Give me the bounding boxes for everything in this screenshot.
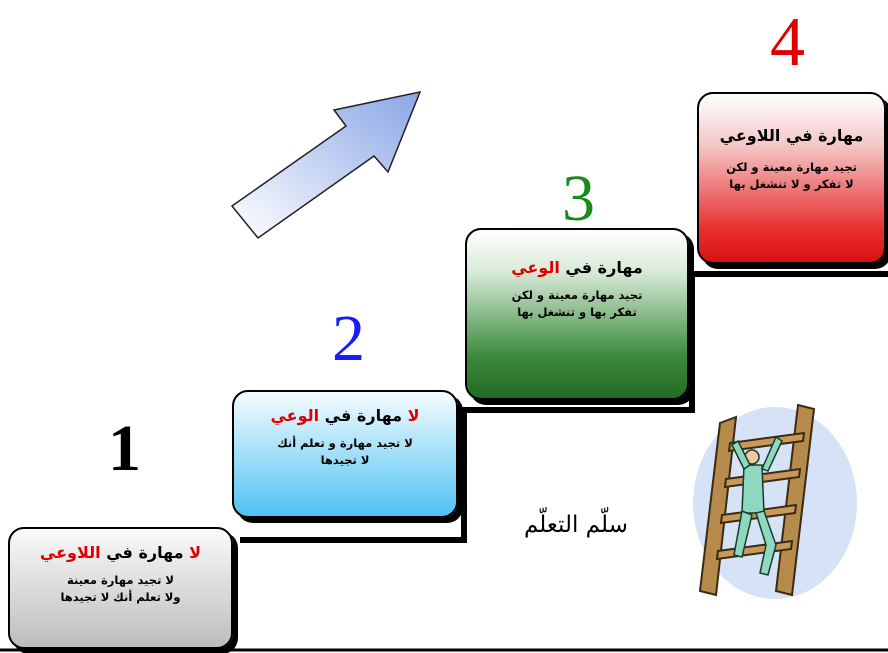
learning-ladder-caption: سلّم التعلّم: [524, 512, 628, 538]
step-4-title: مهارة في اللاوعي: [719, 126, 864, 145]
step-number-3: 3: [562, 162, 595, 235]
step-1-title: لا مهارة في اللاوعي: [39, 543, 202, 562]
step-number-4: 4: [770, 4, 805, 81]
up-right-arrow-icon: [230, 90, 422, 240]
step-3-title: مهارة في الوعي: [511, 258, 643, 277]
step-2-title: لا مهارة في الوعي: [270, 406, 420, 425]
person-climbing-ladder-icon: [693, 403, 857, 599]
step-number-2: 2: [332, 302, 365, 375]
step-number-1: 1: [108, 412, 141, 485]
step-box-2: لا مهارة في الوعي لا تجيد مهارة و تعلم أ…: [232, 390, 458, 518]
